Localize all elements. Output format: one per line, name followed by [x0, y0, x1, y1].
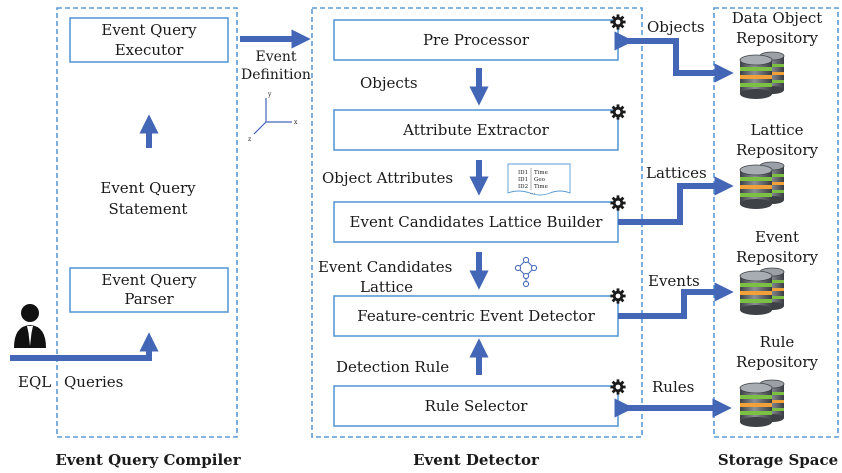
table-cell-2-0: ID2	[518, 184, 528, 190]
connection-lattices-label: Lattices	[646, 164, 707, 182]
edge-detection-rule-label: Detection Rule	[336, 358, 449, 376]
events-connection	[618, 282, 734, 319]
data-object-repo-label-2: Repository	[736, 29, 819, 47]
axis-x-label: x	[294, 119, 298, 126]
edge-object-attributes-label: Object Attributes	[322, 169, 453, 187]
lattices-connection	[618, 176, 734, 225]
attribute-extractor-label: Attribute Extractor	[402, 121, 550, 139]
storage-panel-label: Storage Space	[718, 451, 838, 469]
rule-repo-label-2: Repository	[736, 353, 819, 371]
edge-candidates-label-2: Lattice	[360, 278, 413, 296]
parser-label-1: Event Query	[101, 271, 197, 289]
table-cell-0-1: Time	[534, 170, 548, 176]
rule-selector-gear-icon	[610, 379, 626, 395]
lattice-repo-label-2: Repository	[736, 141, 819, 159]
attribute-extractor-box[interactable]: Attribute Extractor	[333, 109, 619, 151]
rule-repo-label-1: Rule	[760, 333, 795, 351]
table-cell-1-0: ID1	[518, 177, 528, 183]
input-label-eql: EQL	[18, 373, 51, 391]
edge-candidates-label-1: Event Candidates	[318, 258, 452, 276]
table-cell-0-0: ID1	[518, 170, 528, 176]
axis-y-label: y	[267, 91, 272, 98]
connection-events-label: Events	[648, 272, 700, 290]
attribute-table-icon: ID1 Time ID1 Geo ID2 Time ...	[507, 163, 571, 196]
input-label-queries: Queries	[64, 373, 123, 391]
axes-icon: y x z	[248, 91, 298, 143]
objects-connection	[614, 31, 734, 83]
compiler-panel	[56, 7, 238, 438]
edge-objects-label: Objects	[360, 74, 418, 92]
rule-database-icon[interactable]	[739, 379, 785, 428]
detector-panel-label: Event Detector	[413, 451, 540, 469]
executor-label-1: Event Query	[101, 21, 197, 39]
event-repo-label-1: Event	[755, 228, 799, 246]
rule-selector-label: Rule Selector	[425, 397, 529, 415]
pre-processor-label: Pre Processor	[423, 31, 530, 49]
lattice-builder-label: Event Candidates Lattice Builder	[350, 213, 604, 231]
axis-z-label: z	[248, 136, 251, 143]
connection-rules-label: Rules	[652, 378, 694, 396]
lattice-icon	[514, 256, 538, 288]
lattice-repo-label-1: Lattice	[750, 121, 803, 139]
executor-label-2: Executor	[115, 41, 184, 59]
event-definition-label-2: Definition	[241, 67, 311, 83]
parser-label-2: Parser	[124, 290, 174, 308]
pre-processor-gear-icon	[610, 14, 626, 30]
lattice-builder-box[interactable]: Event Candidates Lattice Builder	[333, 201, 619, 243]
event-definition-label-1: Event	[255, 49, 296, 65]
event-database-icon[interactable]	[739, 267, 785, 316]
attribute-extractor-gear-icon	[610, 104, 626, 120]
lattice-builder-gear-icon	[610, 195, 626, 211]
statement-label-2: Statement	[109, 200, 188, 218]
storage-panel	[713, 7, 839, 438]
data-object-database-icon[interactable]	[739, 51, 785, 100]
connection-objects-label: Objects	[647, 18, 705, 36]
query-input-arrow	[10, 332, 159, 361]
event-detector-box[interactable]: Feature-centric Event Detector	[333, 295, 619, 337]
rule-selector-box[interactable]: Rule Selector	[333, 385, 619, 427]
event-detector-gear-icon	[610, 288, 626, 304]
compiler-panel-label: Event Query Compiler	[55, 451, 241, 469]
lattice-database-icon[interactable]	[739, 161, 785, 210]
statement-label-1: Event Query	[100, 179, 196, 197]
table-cell-2-1: Time	[534, 184, 548, 190]
data-object-repo-label-1: Data Object	[732, 9, 823, 27]
event-repo-label-2: Repository	[736, 248, 819, 266]
table-cell-1-1: Geo	[534, 177, 546, 183]
user-icon	[14, 304, 46, 348]
table-cell-3-0: ...	[530, 190, 535, 196]
parser-box[interactable]: Event Query Parser	[69, 267, 229, 313]
executor-box[interactable]: Event Query Executor	[69, 17, 229, 63]
pre-processor-box[interactable]: Pre Processor	[333, 19, 619, 61]
event-detector-label: Feature-centric Event Detector	[357, 307, 595, 325]
